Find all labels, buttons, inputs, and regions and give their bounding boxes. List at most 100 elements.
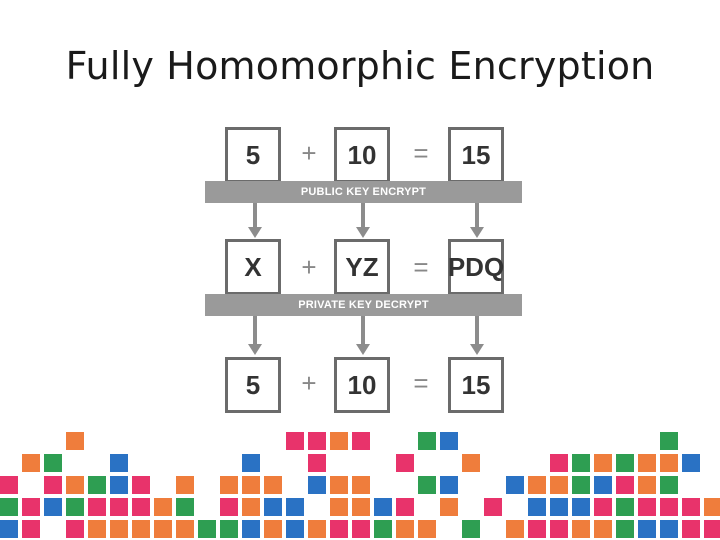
mosaic-tile	[418, 432, 436, 450]
mosaic-tile	[264, 498, 282, 516]
mosaic-tile	[44, 476, 62, 494]
mosaic-tile	[638, 454, 656, 472]
mosaic-tile	[110, 476, 128, 494]
equals-operator: =	[413, 368, 429, 398]
mosaic-tile	[330, 432, 348, 450]
mosaic-tile	[440, 476, 458, 494]
mosaic-tile	[264, 520, 282, 538]
mosaic-tile	[462, 454, 480, 472]
mosaic-tile	[660, 476, 678, 494]
mosaic-tile	[594, 498, 612, 516]
down-arrow-icon	[470, 203, 484, 238]
down-arrow-icon	[356, 203, 370, 238]
mosaic-tile	[638, 476, 656, 494]
mosaic-tile	[528, 520, 546, 538]
mosaic-tile	[660, 454, 678, 472]
mosaic-tile	[396, 454, 414, 472]
down-arrow-icon	[356, 316, 370, 355]
mosaic-tile	[88, 476, 106, 494]
mosaic-tile	[660, 498, 678, 516]
mosaic-tile	[572, 520, 590, 538]
mosaic-tile	[0, 476, 18, 494]
mosaic-tile	[330, 520, 348, 538]
ciphertext-b-box: YZ	[334, 239, 390, 295]
mosaic-tile	[176, 476, 194, 494]
decrypted-a-box: 5	[225, 357, 281, 413]
mosaic-tile	[44, 454, 62, 472]
public-key-encrypt-band: PUBLIC KEY ENCRYPT	[205, 181, 522, 203]
mosaic-tile	[374, 520, 392, 538]
mosaic-tile	[242, 498, 260, 516]
mosaic-tile	[308, 432, 326, 450]
mosaic-tile	[242, 520, 260, 538]
mosaic-tile	[638, 520, 656, 538]
mosaic-tile	[506, 476, 524, 494]
mosaic-tile	[418, 476, 436, 494]
mosaic-tile	[352, 498, 370, 516]
mosaic-tile	[286, 498, 304, 516]
mosaic-tile	[176, 498, 194, 516]
equals-operator: =	[413, 252, 429, 282]
down-arrow-icon	[248, 203, 262, 238]
mosaic-tile	[308, 476, 326, 494]
mosaic-tile	[242, 454, 260, 472]
mosaic-tile	[638, 498, 656, 516]
slide-title: Fully Homomorphic Encryption	[65, 44, 655, 88]
mosaic-tile	[374, 498, 392, 516]
mosaic-tile	[352, 432, 370, 450]
mosaic-tile	[220, 520, 238, 538]
mosaic-tile	[352, 520, 370, 538]
mosaic-tile	[0, 520, 18, 538]
mosaic-tile	[154, 498, 172, 516]
mosaic-tile	[616, 520, 634, 538]
mosaic-tile	[110, 498, 128, 516]
plus-operator: +	[301, 252, 317, 282]
mosaic-tile	[418, 520, 436, 538]
decorative-pixel-mosaic	[0, 432, 720, 538]
mosaic-tile	[308, 454, 326, 472]
mosaic-tile	[484, 498, 502, 516]
mosaic-tile	[704, 498, 720, 516]
plaintext-a-box: 5	[225, 127, 281, 183]
mosaic-tile	[572, 498, 590, 516]
plus-operator: +	[301, 138, 317, 168]
mosaic-tile	[352, 476, 370, 494]
decrypted-b-box: 10	[334, 357, 390, 413]
mosaic-tile	[550, 520, 568, 538]
mosaic-tile	[396, 520, 414, 538]
mosaic-tile	[22, 498, 40, 516]
mosaic-tile	[154, 520, 172, 538]
mosaic-tile	[66, 498, 84, 516]
plaintext-result-box: 15	[448, 127, 504, 183]
mosaic-tile	[682, 498, 700, 516]
ciphertext-result-box: PDQ	[448, 239, 504, 295]
mosaic-tile	[110, 520, 128, 538]
decrypted-result-box: 15	[448, 357, 504, 413]
mosaic-tile	[594, 454, 612, 472]
equals-operator: =	[413, 138, 429, 168]
mosaic-tile	[572, 476, 590, 494]
mosaic-tile	[22, 520, 40, 538]
down-arrow-icon	[470, 316, 484, 355]
mosaic-tile	[66, 432, 84, 450]
mosaic-tile	[88, 520, 106, 538]
mosaic-tile	[330, 476, 348, 494]
mosaic-tile	[462, 520, 480, 538]
mosaic-tile	[506, 520, 524, 538]
mosaic-tile	[88, 498, 106, 516]
mosaic-tile	[132, 476, 150, 494]
mosaic-tile	[66, 476, 84, 494]
mosaic-tile	[616, 454, 634, 472]
mosaic-tile	[330, 498, 348, 516]
mosaic-tile	[308, 520, 326, 538]
mosaic-tile	[616, 476, 634, 494]
mosaic-tile	[440, 498, 458, 516]
mosaic-tile	[704, 520, 720, 538]
mosaic-tile	[616, 498, 634, 516]
mosaic-tile	[550, 476, 568, 494]
mosaic-tile	[22, 454, 40, 472]
mosaic-tile	[440, 432, 458, 450]
mosaic-tile	[286, 432, 304, 450]
plus-operator: +	[301, 368, 317, 398]
mosaic-tile	[132, 498, 150, 516]
